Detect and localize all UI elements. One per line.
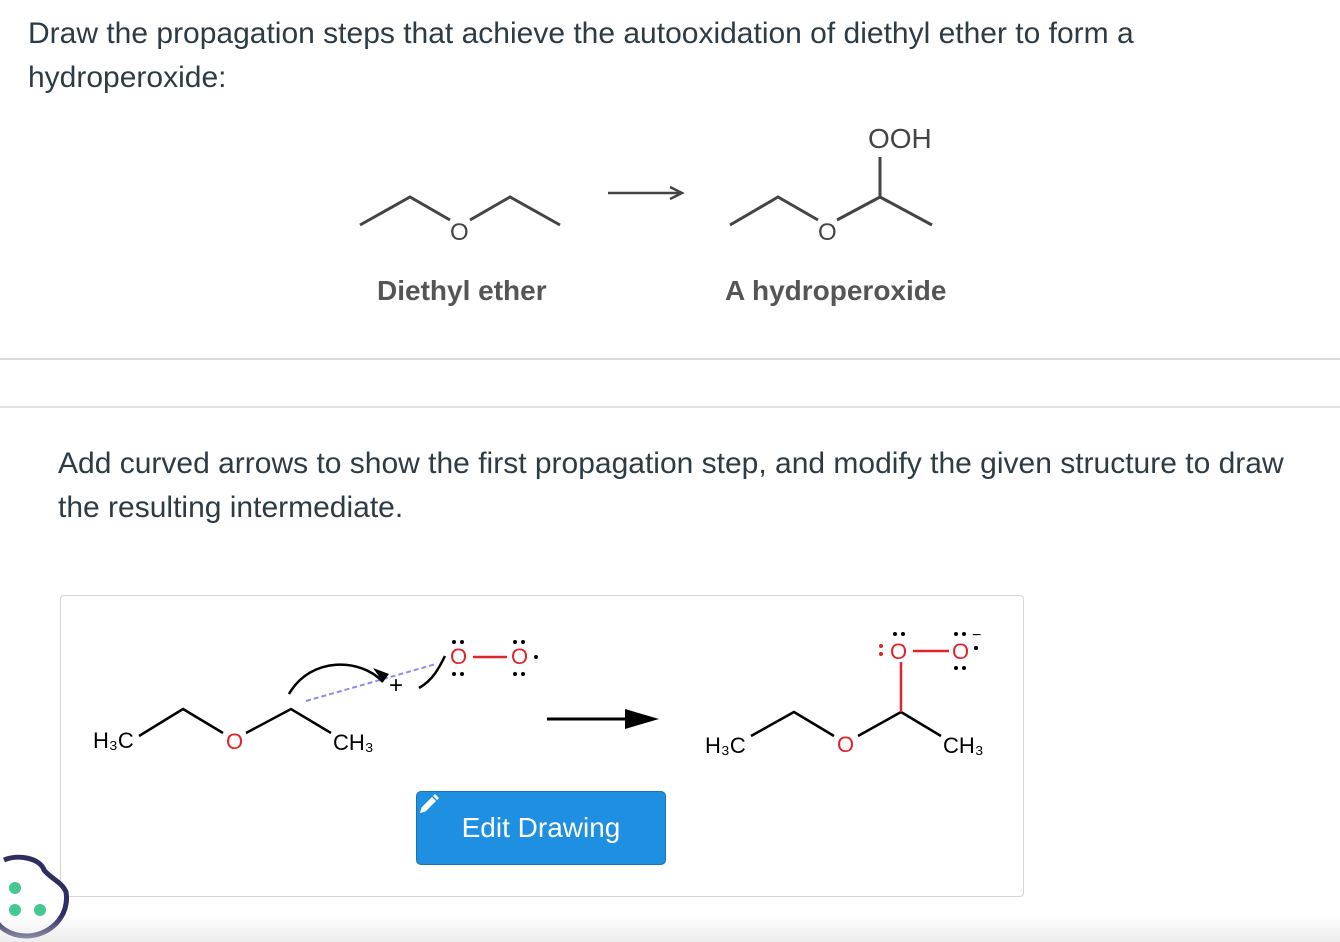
left-peroxy-oxygen-2: O <box>511 644 528 669</box>
reaction-scheme-image: O Diethyl ether O OOH A hydroperoxide <box>359 123 946 306</box>
left-peroxy-oxygen-1: O <box>450 644 467 669</box>
right-negative-charge: − <box>972 627 981 644</box>
right-ch3-label: CH₃ <box>943 733 984 758</box>
reactant-oxygen: O <box>450 219 469 246</box>
right-h3c-label: H₃C <box>705 733 746 758</box>
product-oxygen: O <box>818 219 837 246</box>
edit-drawing-button[interactable]: Edit Drawing <box>416 791 666 865</box>
pencil-icon <box>420 794 439 813</box>
section-divider <box>0 358 1340 360</box>
drawing-panel[interactable]: H₃C O CH₃ + O O H₃C O CH₃ O O <box>60 595 1024 897</box>
edit-drawing-label: Edit Drawing <box>461 812 621 843</box>
product-label: A hydroperoxide <box>725 275 946 306</box>
product-substituent: OOH <box>868 123 932 154</box>
curved-arrow[interactable] <box>287 663 384 695</box>
right-peroxy-oxygen-1: O <box>890 639 907 664</box>
left-ether-oxygen: O <box>226 729 243 754</box>
right-ether-oxygen: O <box>837 732 854 757</box>
reaction-arrow <box>625 709 659 729</box>
bottom-shadow <box>0 915 1340 942</box>
left-h3c-label: H₃C <box>93 728 134 753</box>
right-peroxy-oxygen-2: O <box>952 639 969 664</box>
dashed-bond <box>305 663 437 702</box>
mechanism-drawing[interactable]: H₃C O CH₃ + O O H₃C O CH₃ O O <box>61 596 1023 896</box>
reactant-label: Diethyl ether <box>377 275 547 306</box>
left-ch3-label: CH₃ <box>333 730 374 755</box>
section-divider <box>0 406 1340 408</box>
question-1-text: Draw the propagation steps that achieve … <box>28 17 1134 94</box>
question-2-text: Add curved arrows to show the first prop… <box>58 447 1284 524</box>
left-plus-sign: + <box>389 672 403 699</box>
